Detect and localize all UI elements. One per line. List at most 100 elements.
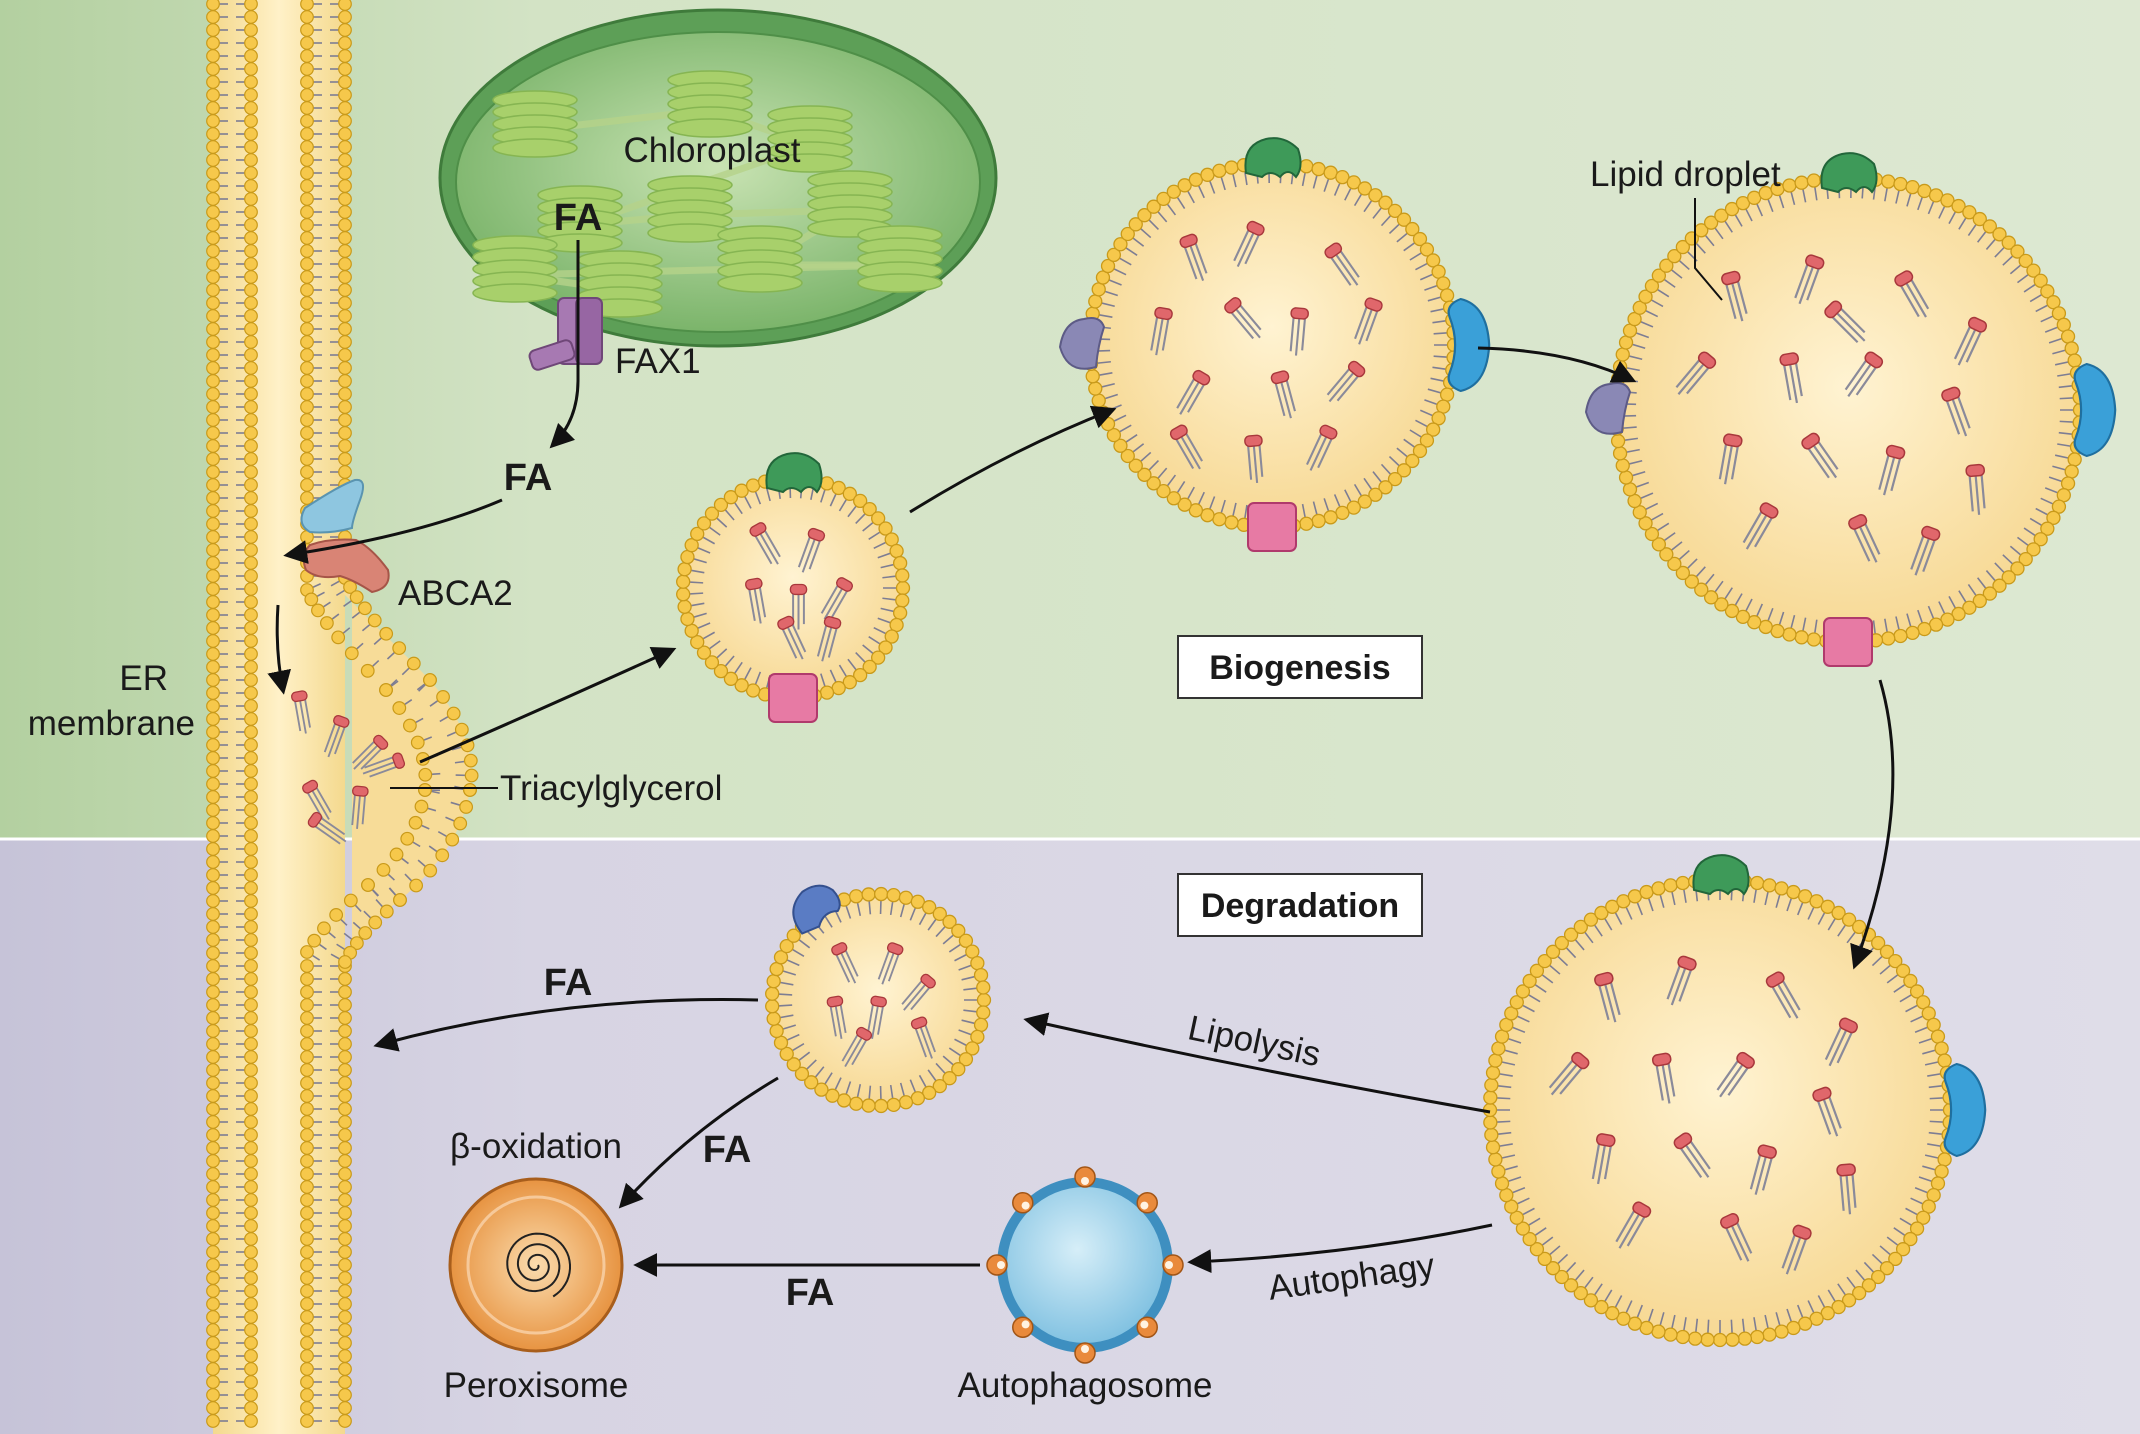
triacylglycerol-molecule [1324, 242, 1360, 286]
autophagosome [986, 1166, 1184, 1364]
er-triacylglycerol [291, 690, 406, 845]
triacylglycerol-molecule [1910, 525, 1941, 576]
triacylglycerol-molecule [1233, 220, 1265, 268]
triacylglycerol-molecule [820, 577, 854, 620]
triacylglycerol-molecule [877, 942, 904, 985]
chloroplast-label: Chloroplast [623, 131, 800, 170]
degradation-box [1177, 873, 1423, 937]
protein-blue [1447, 297, 1491, 393]
abca2-transporter [300, 478, 390, 594]
triacylglycerol-label: Triacylglycerol [500, 769, 722, 808]
protein-pink [1247, 502, 1297, 552]
peroxisome [448, 1177, 624, 1353]
fa-label-cytosol: FA [504, 457, 553, 499]
arrow-large-to-degradation [1850, 679, 1895, 970]
triacylglycerol-molecule [352, 734, 389, 770]
triacylglycerol-molecule [1169, 424, 1203, 470]
fa-label-chloroplast: FA [554, 197, 603, 239]
arrow-er-down [267, 604, 292, 695]
protein-green [1692, 854, 1750, 896]
triacylglycerol-molecule [1244, 434, 1264, 484]
triacylglycerol-molecule [1844, 351, 1884, 397]
er-membrane-label-line2: membrane [28, 704, 195, 743]
triacylglycerol-molecule [1965, 463, 1986, 515]
lipid-droplet-pointer [1694, 198, 1723, 301]
triacylglycerol-molecule [826, 995, 847, 1039]
triacylglycerol-molecule [1720, 1213, 1753, 1262]
triacylglycerol-molecule [1801, 432, 1839, 479]
arrow-small-droplet-to-peroxisome [618, 1076, 779, 1209]
protein-pink [1823, 617, 1873, 667]
triacylglycerol-molecule [744, 577, 767, 624]
protein-green [1244, 137, 1302, 179]
triacylglycerol-molecule [1779, 352, 1803, 404]
triacylglycerol-molecule [351, 785, 369, 829]
triacylglycerol-molecule [1749, 1144, 1777, 1195]
beta-oxidation-label: β-oxidation [450, 1127, 622, 1166]
lipid-droplet-label: Lipid droplet [1590, 155, 1781, 194]
protein-pink [768, 673, 818, 723]
protein-purple [1058, 317, 1106, 370]
triacylglycerol-molecule [1326, 360, 1366, 403]
triacylglycerol-molecule [1615, 1201, 1652, 1249]
triacylglycerol-molecule [797, 527, 826, 573]
triacylglycerol-molecule [1836, 1163, 1857, 1215]
triacylglycerol-molecule [1894, 270, 1930, 318]
triacylglycerol-molecule [1179, 233, 1208, 281]
triacylglycerol-molecule [1718, 433, 1743, 485]
lipid-droplet [1482, 854, 1987, 1348]
lipid-droplet [676, 452, 911, 723]
triacylglycerol-molecule [1594, 971, 1621, 1023]
triacylglycerol-molecule [1721, 270, 1748, 322]
arrow-bud-to-small-droplet [419, 647, 677, 764]
triacylglycerol-molecule [362, 752, 406, 778]
triacylglycerol-molecule [1224, 297, 1262, 340]
triacylglycerol-molecule [1824, 300, 1866, 344]
protein-blue [1943, 1062, 1987, 1158]
triacylglycerol-molecule [1591, 1133, 1616, 1185]
triacylglycerol-molecule [831, 942, 859, 984]
triacylglycerol-molecule [1306, 424, 1338, 471]
triacylglycerol-molecule [1176, 369, 1211, 415]
lipid-droplets [676, 137, 2117, 1348]
fa-label-autophagy: FA [786, 1272, 835, 1314]
triacylglycerol-molecule [901, 973, 936, 1011]
triacylglycerol-molecule [323, 714, 350, 758]
protein-green [765, 452, 823, 494]
triacylglycerol-molecule [1848, 514, 1881, 563]
triacylglycerol-molecule [1651, 1052, 1676, 1104]
triacylglycerol-molecule [1781, 1224, 1812, 1275]
protein-green [1820, 152, 1878, 194]
autophagosome-label: Autophagosome [958, 1366, 1213, 1405]
abca2-label: ABCA2 [398, 574, 513, 613]
chloroplast [438, 8, 998, 348]
triacylglycerol-molecule [1666, 955, 1697, 1006]
fa-label-to-peroxisome: FA [703, 1129, 752, 1171]
triacylglycerol-molecule [1812, 1086, 1842, 1137]
triacylglycerol-molecule [1765, 971, 1801, 1019]
protein-navy [792, 884, 841, 935]
biogenesis-label: Biogenesis [1209, 649, 1390, 687]
triacylglycerol-molecule [1953, 316, 1988, 366]
arrow-lipolysis [1023, 1012, 1491, 1114]
protein-purple [1584, 382, 1632, 435]
protein-blue [2073, 362, 2117, 458]
triacylglycerol-molecule [1150, 306, 1173, 356]
triacylglycerol-molecule [910, 1016, 936, 1059]
lipid-droplet [1584, 152, 2117, 667]
triacylglycerol-molecule [777, 615, 807, 660]
arrow-fa-to-er [283, 498, 503, 564]
peroxisome-label: Peroxisome [444, 1366, 629, 1405]
arrow-small-to-medium [909, 405, 1117, 514]
triacylglycerol-molecule [1716, 1051, 1755, 1098]
triacylglycerol-molecule [1548, 1051, 1590, 1096]
triacylglycerol-molecule [1289, 307, 1309, 356]
triacylglycerol-molecule [866, 995, 887, 1039]
fax1-transporter [528, 297, 603, 371]
lipid-droplet [765, 884, 992, 1114]
triacylglycerol-molecule [1794, 254, 1825, 305]
triacylglycerol-molecule [307, 811, 347, 845]
lipid-droplet [1058, 137, 1491, 552]
triacylglycerol-molecule [1824, 1017, 1858, 1067]
